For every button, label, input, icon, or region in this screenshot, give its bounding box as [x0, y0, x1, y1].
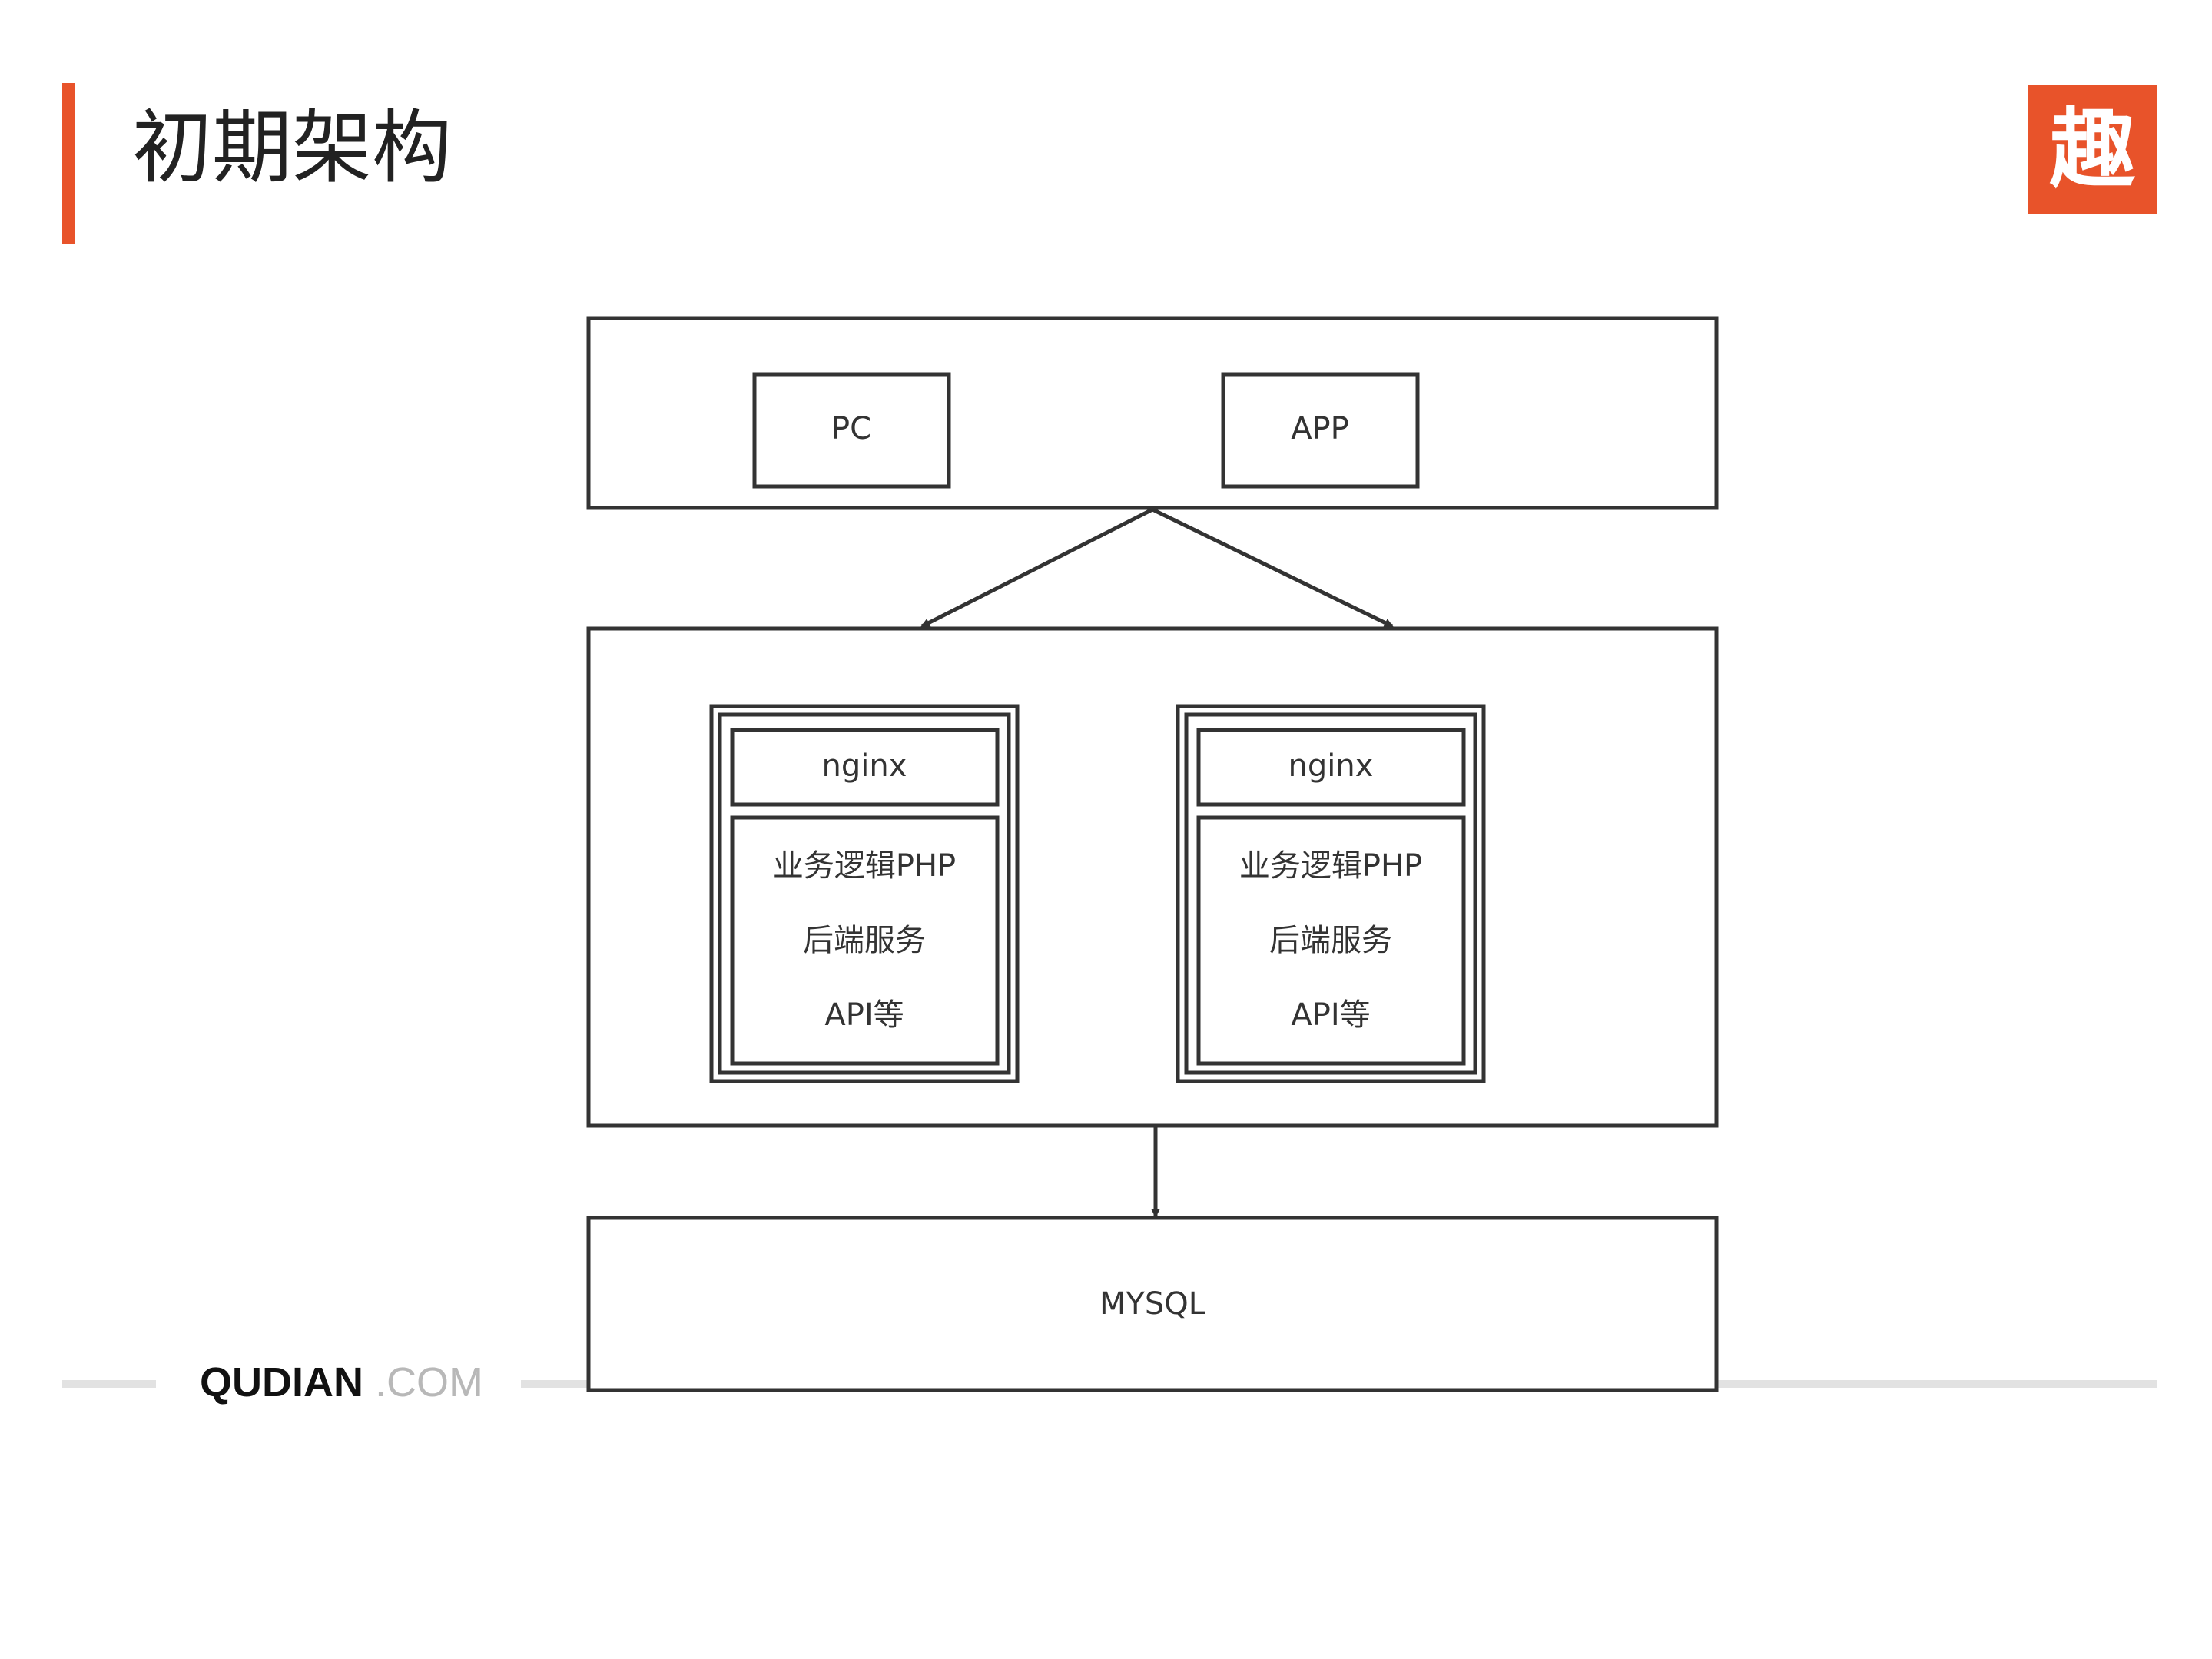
- client-app-label: APP: [1291, 411, 1349, 446]
- qudian-logo: 趣: [2028, 85, 2157, 214]
- footer-brand-domain: .COM: [375, 1359, 484, 1405]
- server-1-app-line-3: API等: [824, 997, 904, 1033]
- server-1-nginx-label: nginx: [822, 748, 907, 784]
- client-app-box: [1221, 372, 1420, 489]
- client-pc-label: PC: [831, 411, 871, 446]
- database-box: [586, 1216, 1719, 1392]
- server-2-app-line-2: 后端服务: [1269, 923, 1392, 958]
- server-1-app-line-2: 后端服务: [803, 923, 926, 958]
- title-accent-bar: [62, 83, 75, 244]
- server-1-nginx-box: [730, 728, 1000, 807]
- server-2-app-box: [1196, 815, 1466, 1066]
- server-1-app-line-1: 业务逻辑PHP: [773, 848, 956, 884]
- server-2-app-line-1: 业务逻辑PHP: [1239, 848, 1422, 884]
- server-2-nginx-label: nginx: [1288, 748, 1374, 784]
- server-2-nginx-box: [1196, 728, 1466, 807]
- footer-brand-name: QUDIAN: [200, 1359, 363, 1405]
- footer-brand: QUDIAN .COM: [200, 1362, 483, 1403]
- server-1-app-box: [730, 815, 1000, 1066]
- footer-divider-left: [62, 1380, 156, 1388]
- edge-client-to-server-2: [1151, 507, 1394, 629]
- client-pc-box: [752, 372, 951, 489]
- server-2-app-line-3: API等: [1291, 997, 1370, 1033]
- page-title: 初期架构: [132, 101, 453, 194]
- database-label: MYSQL: [1099, 1286, 1206, 1322]
- edge-client-to-server-1: [920, 507, 1154, 629]
